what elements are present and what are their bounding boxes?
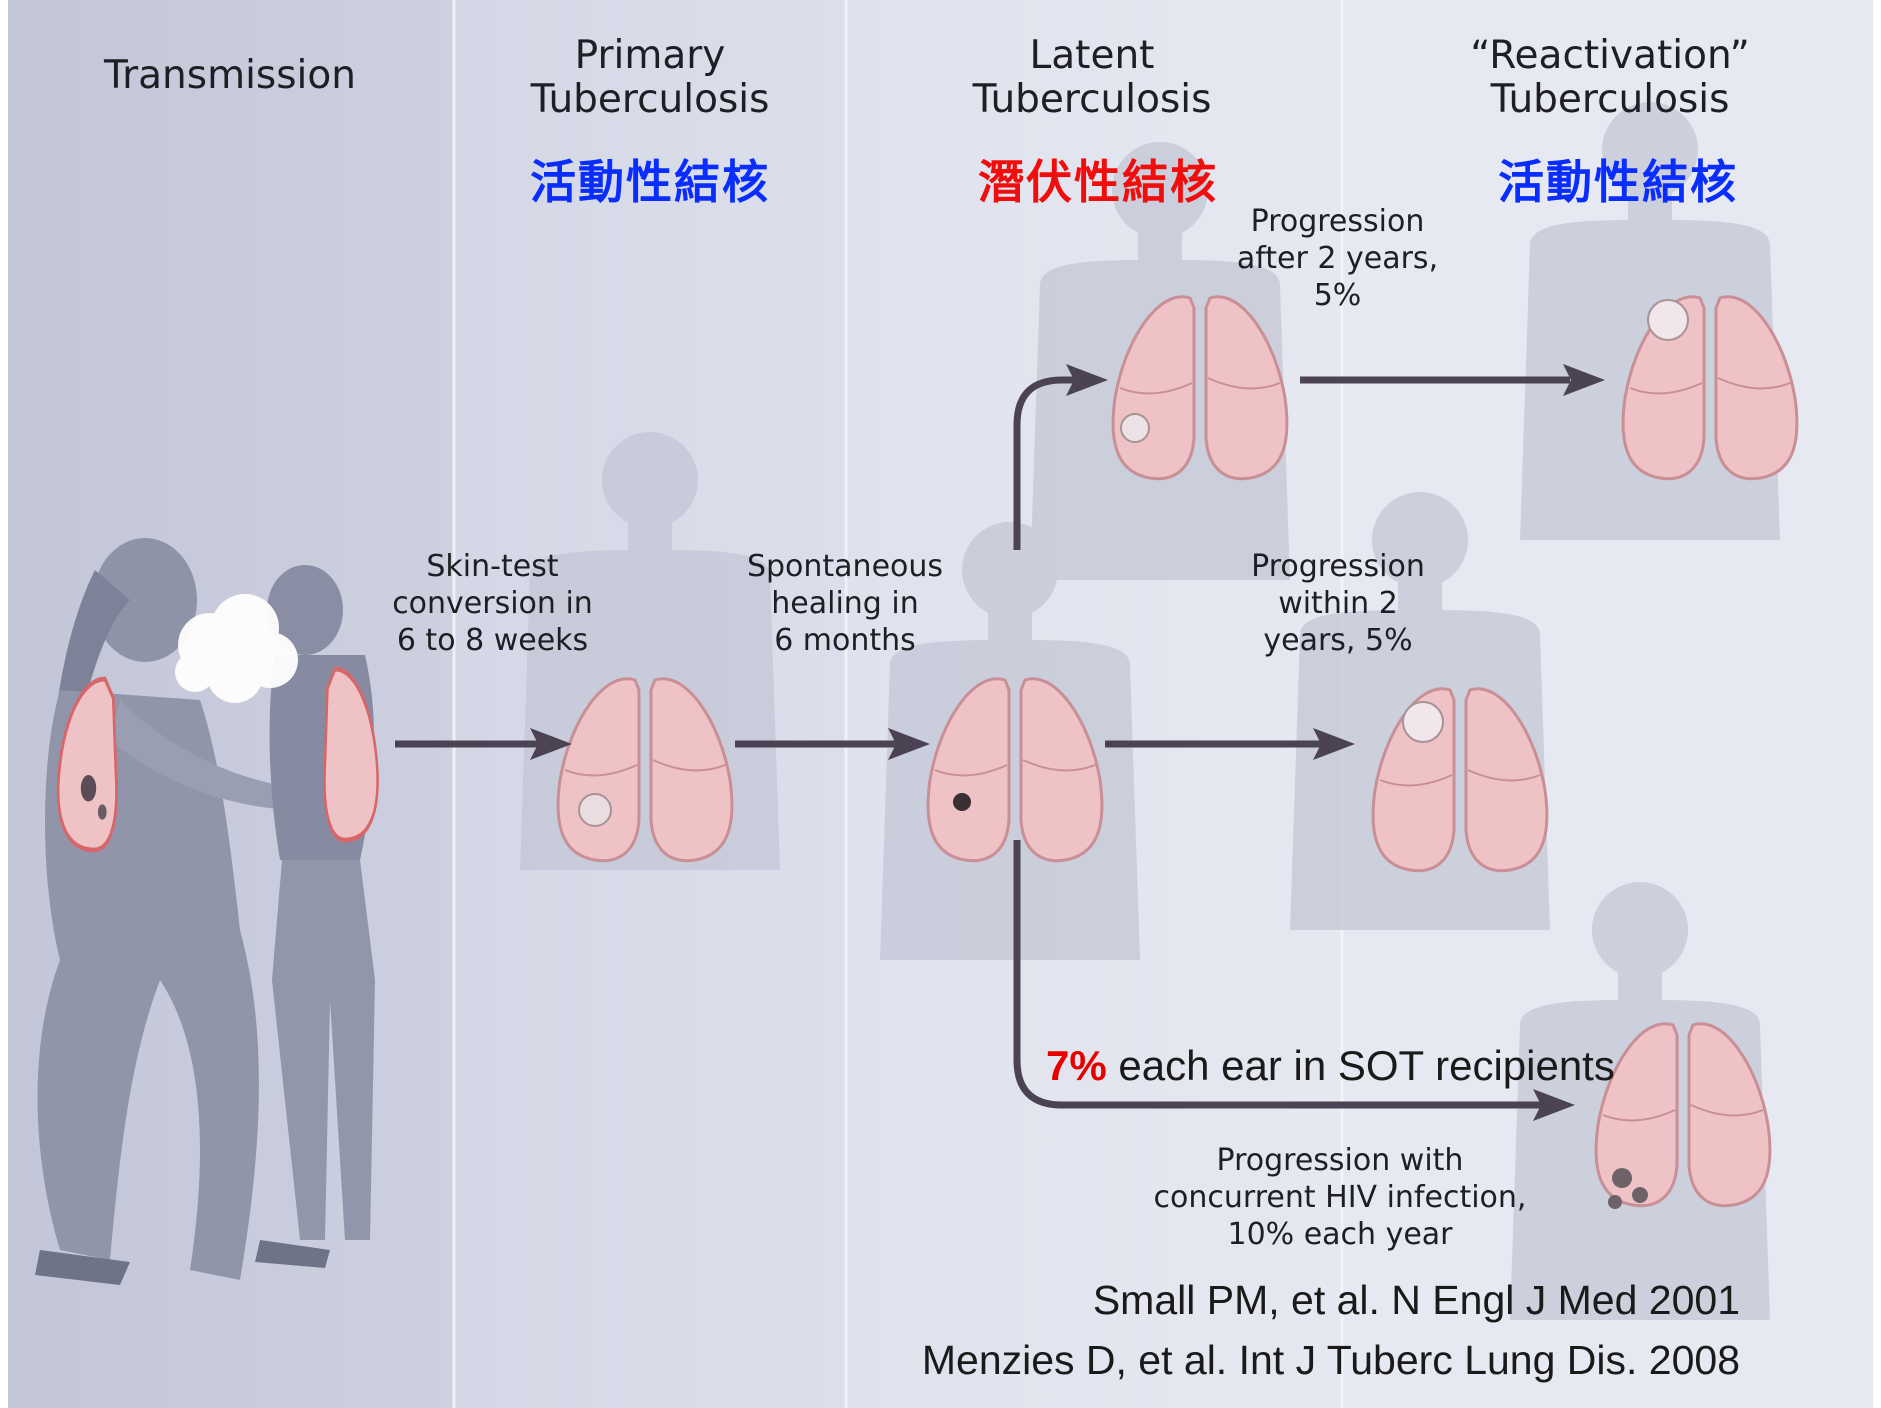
stage-cjk-reactivation: 活動性結核 — [1468, 146, 1768, 212]
stage-cjk-primary: 活動性結核 — [500, 146, 800, 212]
sot-percentage: 7% — [1046, 1042, 1107, 1089]
stage-title-primary: Primary Tuberculosis — [480, 34, 820, 122]
label-spontaneous-healing: Spontaneous healing in 6 months — [725, 548, 965, 659]
label-hiv-progression: Progression with concurrent HIV infectio… — [1120, 1142, 1560, 1253]
stage-title-transmission: Transmission — [60, 54, 400, 98]
label-progression-within-2-years: Progression within 2 years, 5% — [1218, 548, 1458, 659]
reference-small: Small PM, et al. N Engl J Med 2001 — [1093, 1277, 1740, 1324]
label-progression-after-2-years: Progression after 2 years, 5% — [1205, 203, 1470, 314]
stage-cjk-latent: 潛伏性結核 — [948, 146, 1248, 212]
label-skin-test: Skin-test conversion in 6 to 8 weeks — [370, 548, 615, 659]
sot-text: each ear in SOT recipients — [1107, 1042, 1615, 1089]
reference-menzies: Menzies D, et al. Int J Tuberc Lung Dis.… — [922, 1337, 1740, 1384]
sot-note: 7% each ear in SOT recipients — [1046, 1042, 1615, 1090]
stage-title-reactivation: “Reactivation” Tuberculosis — [1440, 34, 1780, 122]
stage-title-latent: Latent Tuberculosis — [922, 34, 1262, 122]
